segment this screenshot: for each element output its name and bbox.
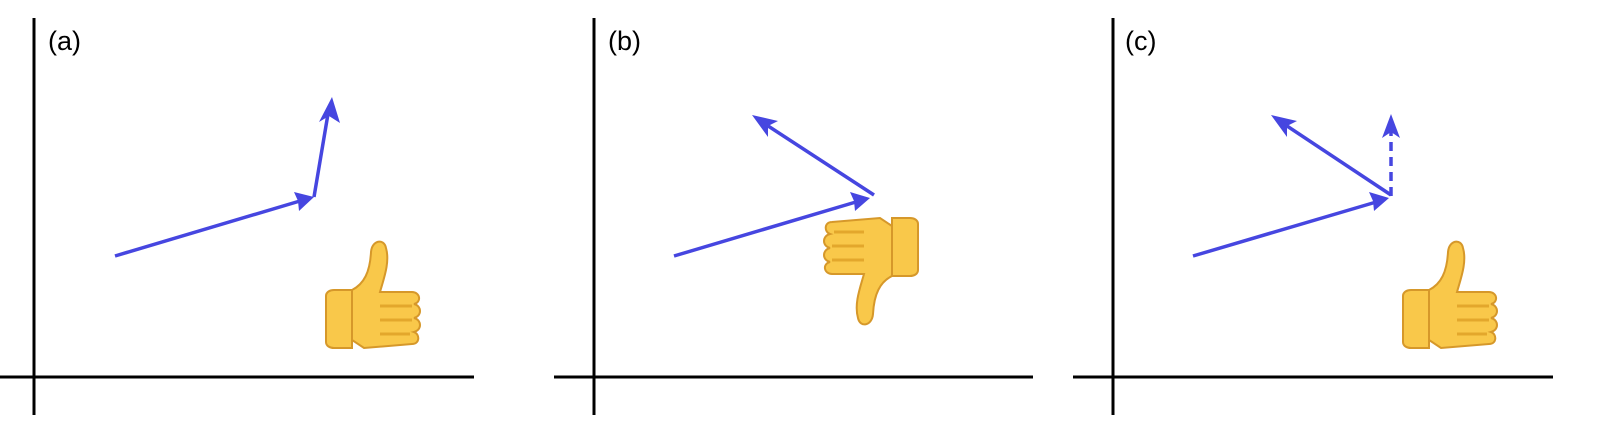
vector-2 — [1280, 120, 1392, 197]
panel-label: (a) — [48, 26, 81, 56]
thumbs-up-icon — [1402, 240, 1498, 350]
vector-1 — [1192, 198, 1384, 258]
vector-1-arrowhead — [1369, 192, 1389, 211]
vector-1 — [673, 197, 867, 258]
panel-c: (c) — [1071, 0, 1611, 443]
vector-1-arrowhead — [294, 192, 314, 211]
vector-2 — [761, 120, 875, 197]
panel-b: (b) — [552, 0, 1042, 443]
panel-label: (c) — [1125, 26, 1157, 56]
vector-2-arrowhead — [319, 97, 340, 123]
panel-a-canvas — [0, 18, 474, 415]
vector-2-arrowhead — [752, 115, 778, 137]
panel-b-canvas — [554, 18, 1033, 415]
vector-3-arrowhead — [1382, 114, 1400, 138]
vector-2-arrowhead — [1271, 115, 1297, 137]
thumbs-up-icon — [325, 240, 421, 350]
thumbs-down-icon — [823, 216, 919, 326]
panel-c-canvas — [1073, 18, 1553, 415]
vector-1-arrowhead — [850, 192, 870, 211]
vector-1 — [114, 196, 311, 258]
panel-label: (b) — [608, 26, 641, 56]
vector-2 — [312, 107, 331, 198]
panel-a: (a) — [0, 0, 490, 443]
